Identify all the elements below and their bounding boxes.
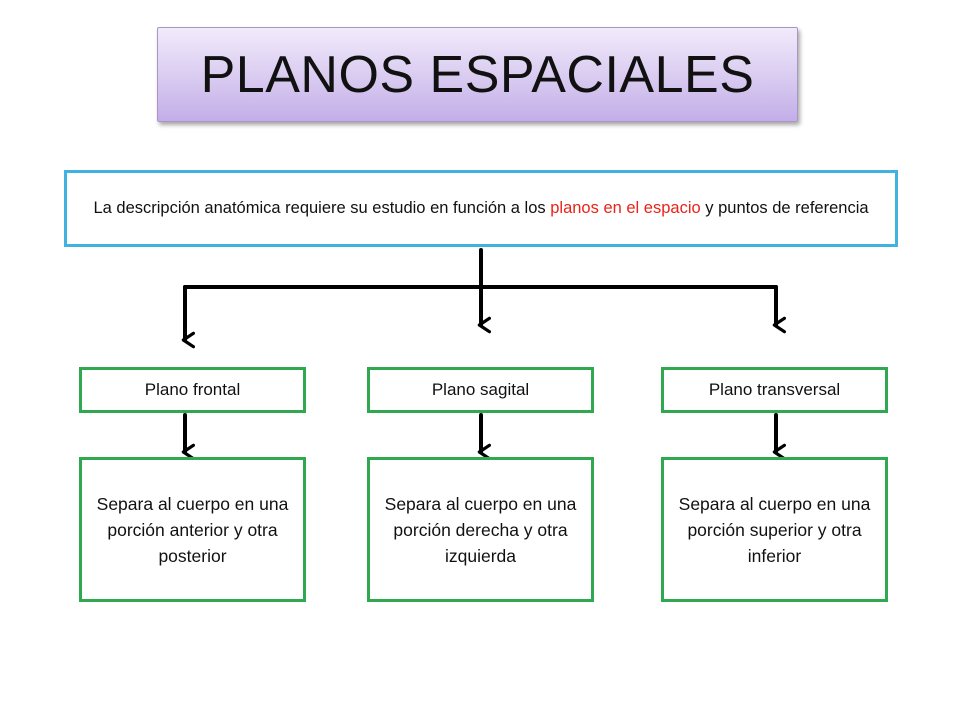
- detail-box-transversal: Separa al cuerpo en una porción superior…: [661, 457, 888, 602]
- detail-text-sagital: Separa al cuerpo en una porción derecha …: [384, 493, 577, 566]
- plane-label-sagital: Plano sagital: [431, 380, 530, 399]
- plane-label-transversal: Plano transversal: [708, 380, 841, 399]
- description-box: La descripción anatómica requiere su est…: [64, 170, 898, 247]
- detail-box-sagital: Separa al cuerpo en una porción derecha …: [367, 457, 594, 602]
- plane-box-frontal: Plano frontal: [79, 367, 306, 413]
- description-text-end: y puntos de referencia: [700, 199, 869, 217]
- detail-box-frontal: Separa al cuerpo en una porción anterior…: [79, 457, 306, 602]
- detail-text-transversal: Separa al cuerpo en una porción superior…: [678, 493, 871, 566]
- plane-label-frontal: Plano frontal: [144, 380, 241, 399]
- detail-text-frontal: Separa al cuerpo en una porción anterior…: [96, 493, 289, 566]
- description-highlight: planos en el espacio: [550, 199, 701, 217]
- plane-box-transversal: Plano transversal: [661, 367, 888, 413]
- page-title: PLANOS ESPACIALES: [200, 45, 755, 104]
- plane-box-sagital: Plano sagital: [367, 367, 594, 413]
- description-text-start: La descripción anatómica requiere su est…: [93, 199, 551, 217]
- title-box: PLANOS ESPACIALES: [157, 27, 798, 122]
- description-text: La descripción anatómica requiere su est…: [93, 195, 868, 222]
